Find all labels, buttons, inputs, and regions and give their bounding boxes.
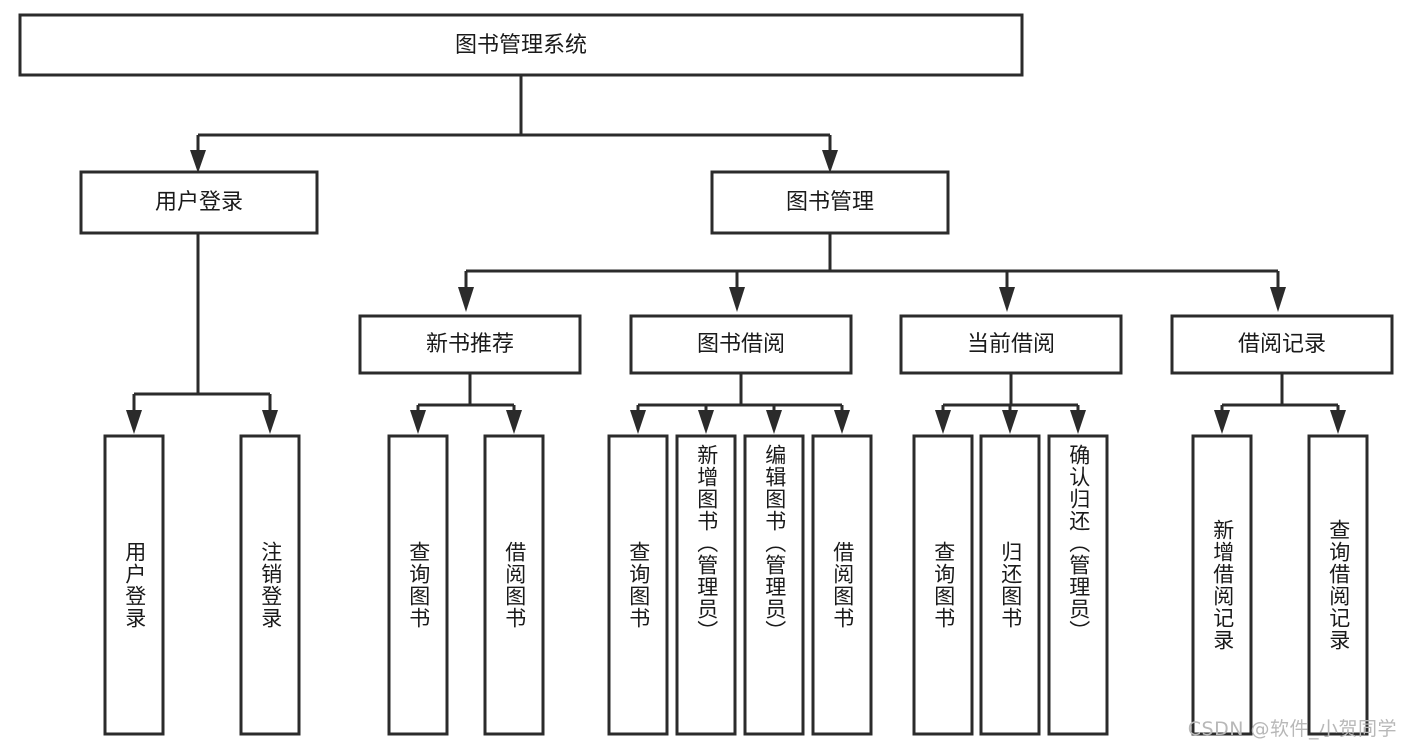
leaf-box-borrowrecord-2[interactable] [1307, 434, 1369, 736]
connector-group [126, 76, 1346, 434]
leaf-boxes-book-borrow [607, 434, 873, 736]
leaf-box-user-login-1[interactable] [103, 434, 165, 736]
node-new-book-recommend[interactable]: 新书推荐 [358, 314, 582, 375]
node-borrow-record-label: 借阅记录 [1238, 332, 1326, 357]
leaf-boxes-borrow-record [1191, 434, 1369, 736]
node-root[interactable]: 图书管理系统 [18, 13, 1024, 77]
leaf-box-bookborrow-1[interactable] [607, 434, 669, 736]
leaf-box-currentborrow-3[interactable] [1047, 434, 1109, 736]
arrowhead-current-borrow [999, 287, 1015, 312]
arrowhead-user-login [190, 150, 206, 173]
leaf-box-user-login-2[interactable] [239, 434, 301, 736]
leaf-box-bookborrow-3[interactable] [743, 434, 805, 736]
node-new-book-recommend-label: 新书推荐 [426, 332, 514, 357]
leaf-box-newbook-1[interactable] [387, 434, 449, 736]
leaf-box-bookborrow-2[interactable] [675, 434, 737, 736]
node-user-login-label: 用户登录 [155, 190, 243, 215]
arrowhead-borrowrecord-leaf-2 [1330, 410, 1346, 434]
node-book-manage-label: 图书管理 [786, 190, 874, 215]
node-user-login-box[interactable] [79, 170, 319, 235]
node-user-login[interactable]: 用户登录 [79, 170, 319, 235]
node-book-borrow-label: 图书借阅 [697, 332, 785, 357]
node-book-borrow-box[interactable] [629, 314, 853, 375]
leaf-boxes-new-book-recommend [387, 434, 545, 736]
leaf-box-bookborrow-4[interactable] [811, 434, 873, 736]
node-book-borrow[interactable]: 图书借阅 [629, 314, 853, 375]
node-root-box[interactable] [18, 13, 1024, 77]
arrowhead-newbook-leaf-1 [410, 410, 426, 434]
arrowhead-borrowrecord-leaf-1 [1214, 410, 1230, 434]
arrowhead-bookborrow-leaf-2 [698, 410, 714, 434]
node-book-manage[interactable]: 图书管理 [710, 170, 950, 235]
leaf-box-borrowrecord-1[interactable] [1191, 434, 1253, 736]
node-current-borrow-label: 当前借阅 [967, 332, 1055, 357]
arrowhead-bookborrow-leaf-3 [766, 410, 782, 434]
arrowhead-currentborrow-leaf-3 [1070, 410, 1086, 434]
arrowhead-book-manage [822, 150, 838, 173]
arrowhead-bookborrow-leaf-1 [630, 410, 646, 434]
leaf-boxes-user-login [103, 434, 301, 736]
node-current-borrow[interactable]: 当前借阅 [899, 314, 1123, 375]
arrowhead-currentborrow-leaf-1 [935, 410, 951, 434]
arrowhead-bookborrow-leaf-4 [834, 410, 850, 434]
node-book-manage-box[interactable] [710, 170, 950, 235]
arrowhead-user-login-leaf-2 [262, 410, 278, 434]
arrowhead-currentborrow-leaf-2 [1002, 410, 1018, 434]
arrowhead-newbook-leaf-2 [506, 410, 522, 434]
leaf-boxes-current-borrow [912, 434, 1109, 736]
arrowhead-borrow-record [1270, 287, 1286, 312]
node-borrow-record-box[interactable] [1170, 314, 1394, 375]
node-borrow-record[interactable]: 借阅记录 [1170, 314, 1394, 375]
leaf-box-currentborrow-2[interactable] [979, 434, 1041, 736]
node-root-label: 图书管理系统 [455, 33, 587, 58]
watermark-text: CSDN @软件_小贺同学 [1187, 718, 1397, 740]
arrowhead-user-login-leaf-1 [126, 410, 142, 434]
leaf-box-newbook-2[interactable] [483, 434, 545, 736]
node-new-book-recommend-box[interactable] [358, 314, 582, 375]
arrowhead-new-book [458, 287, 474, 312]
arrowhead-book-borrow [729, 287, 745, 312]
leaf-box-currentborrow-1[interactable] [912, 434, 974, 736]
node-current-borrow-box[interactable] [899, 314, 1123, 375]
